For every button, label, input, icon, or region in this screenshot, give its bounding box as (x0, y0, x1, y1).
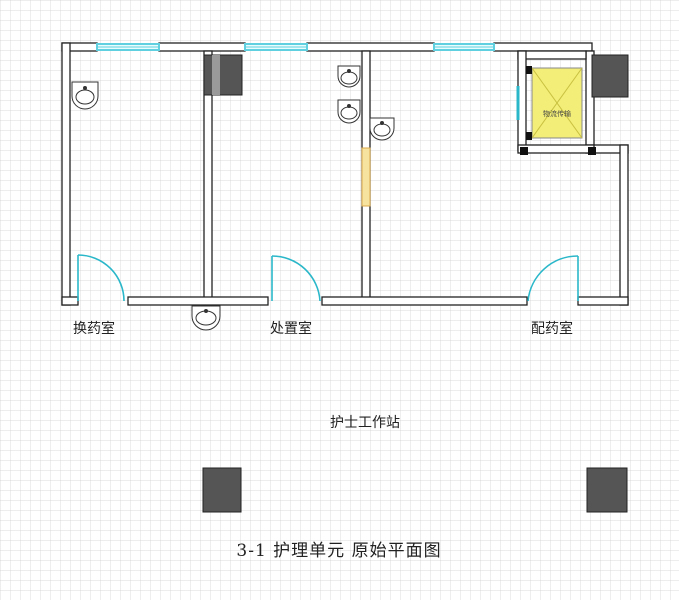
logistics-elevator: 物流传输 (516, 66, 596, 155)
wall-top-4 (493, 42, 593, 52)
label-dressing-room: 换药室 (73, 320, 115, 337)
doors (77, 254, 579, 302)
wall-bottom-2 (127, 296, 269, 306)
label-nurse-station: 护士工作站 (330, 415, 400, 431)
sink-icon (191, 305, 221, 331)
column-bottom-right (586, 467, 628, 513)
figure-caption: 3-1 护理单元 原始平面图 (236, 541, 441, 561)
wall-right-lower (619, 144, 629, 306)
door-dressing-room (77, 254, 125, 302)
windows (96, 43, 495, 51)
elevator-label: 物流传输 (543, 109, 571, 118)
column-bottom-left (202, 467, 242, 513)
column-top-1-light (212, 55, 220, 95)
elevator-wall-top (517, 50, 587, 60)
door-treatment-room (271, 255, 321, 302)
wall-left (61, 42, 71, 306)
sink-icon (337, 99, 361, 124)
sink-icon (369, 117, 395, 141)
sinks (71, 65, 395, 331)
sink-icon (71, 81, 99, 110)
columns (202, 54, 629, 513)
label-treatment-room: 处置室 (270, 320, 312, 337)
wall-top-3 (306, 42, 435, 52)
door-dispensing-room (527, 255, 579, 302)
wall-bottom-3 (321, 296, 528, 306)
label-dispensing-room: 配药室 (531, 320, 573, 337)
wall-bottom-4 (577, 296, 629, 306)
elevator-wall-bottom (517, 144, 595, 154)
wall-top-2 (158, 42, 246, 52)
wall-bottom-1 (61, 296, 79, 306)
column-top-1 (203, 54, 243, 96)
sink-icon (337, 65, 361, 88)
column-top-2 (591, 54, 629, 98)
sliding-door (361, 147, 371, 207)
